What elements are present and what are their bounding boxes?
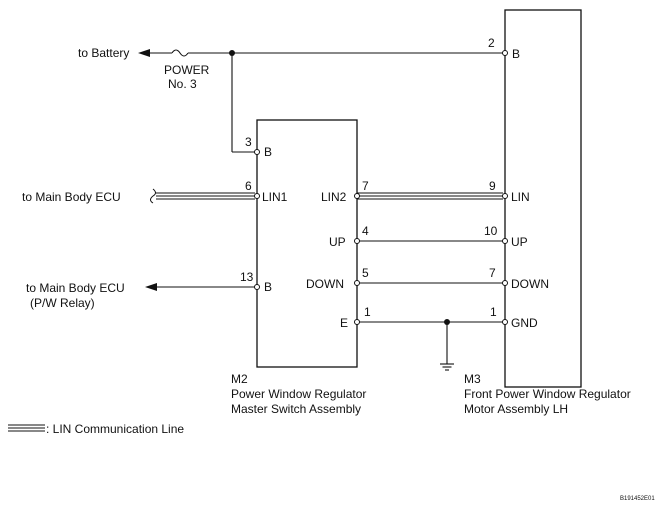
terminal-circles bbox=[254, 50, 508, 325]
ground-icon bbox=[440, 363, 454, 371]
m3-pin-2-terminal bbox=[502, 50, 508, 56]
m2-pin-name: LIN1 bbox=[262, 190, 288, 204]
m2-pin-number: 5 bbox=[362, 266, 369, 280]
m3-pin-number: 2 bbox=[488, 36, 495, 50]
m3-pin-name: LIN bbox=[511, 190, 530, 204]
m2-pin-4-terminal bbox=[354, 238, 360, 244]
m2-pin-name: LIN2 bbox=[321, 190, 347, 204]
m3-pin-number: 10 bbox=[484, 224, 498, 238]
lin2-line bbox=[357, 192, 503, 200]
pw-relay-arrow bbox=[145, 283, 157, 291]
m3-name-line2: Motor Assembly LH bbox=[464, 402, 568, 416]
m2-pin-number: 6 bbox=[245, 179, 252, 193]
m2-pin-name: B bbox=[264, 280, 272, 294]
figure-code: B191452E01 bbox=[620, 496, 655, 502]
m2-pin-number: 7 bbox=[362, 179, 369, 193]
m2-pin-3-terminal bbox=[254, 149, 260, 155]
m2-name-line2: Master Switch Assembly bbox=[231, 402, 361, 416]
m3-pin-number: 1 bbox=[490, 305, 497, 319]
m2-pin-13-terminal bbox=[254, 284, 260, 290]
m2-pin-number: 1 bbox=[364, 305, 371, 319]
m3-pin-name: B bbox=[512, 47, 520, 61]
to-battery-label: to Battery bbox=[78, 46, 129, 60]
m3-pin-10-terminal bbox=[502, 238, 508, 244]
m2-pin-5-terminal bbox=[354, 280, 360, 286]
m3-pin-1-terminal bbox=[502, 319, 508, 325]
m2-pin-name: UP bbox=[329, 235, 346, 249]
m3-code: M3 bbox=[464, 372, 481, 386]
main-body-ecu-label-1: to Main Body ECU bbox=[22, 190, 121, 204]
m3-pin-9-terminal bbox=[502, 193, 508, 199]
m3-pin-number: 9 bbox=[489, 179, 496, 193]
m3-pin-name: DOWN bbox=[511, 277, 549, 291]
battery-arrow bbox=[138, 49, 150, 57]
fuse-label-line1: POWER bbox=[164, 63, 210, 77]
lin-legend-label: : LIN Communication Line bbox=[46, 422, 184, 436]
m2-code: M2 bbox=[231, 372, 248, 386]
lin1-line bbox=[150, 188, 255, 204]
m2-pin-1-terminal bbox=[354, 319, 360, 325]
m2-pin-number: 4 bbox=[362, 224, 369, 238]
m3-pin-7-terminal bbox=[502, 280, 508, 286]
m3-pin-number: 7 bbox=[489, 266, 496, 280]
fuse-label-line2: No. 3 bbox=[168, 77, 197, 91]
m2-pin-name: E bbox=[340, 316, 348, 330]
m3-name-line1: Front Power Window Regulator bbox=[464, 387, 631, 401]
m2-pin-name: DOWN bbox=[306, 277, 344, 291]
battery-junction-dot bbox=[229, 50, 235, 56]
m2-name-line1: Power Window Regulator bbox=[231, 387, 366, 401]
m2-pin-number: 13 bbox=[240, 270, 254, 284]
pw-relay-label: (P/W Relay) bbox=[30, 296, 95, 310]
battery-line bbox=[150, 49, 503, 153]
main-body-ecu-label-2: to Main Body ECU bbox=[26, 281, 125, 295]
m3-pin-name: UP bbox=[511, 235, 528, 249]
m2-pin-6-terminal bbox=[254, 193, 260, 199]
m2-pin-number: 3 bbox=[245, 135, 252, 149]
lin-legend-symbol bbox=[8, 424, 45, 432]
m2-pin-name: B bbox=[264, 145, 272, 159]
m2-pin-7-terminal bbox=[354, 193, 360, 199]
m3-pin-name: GND bbox=[511, 316, 538, 330]
